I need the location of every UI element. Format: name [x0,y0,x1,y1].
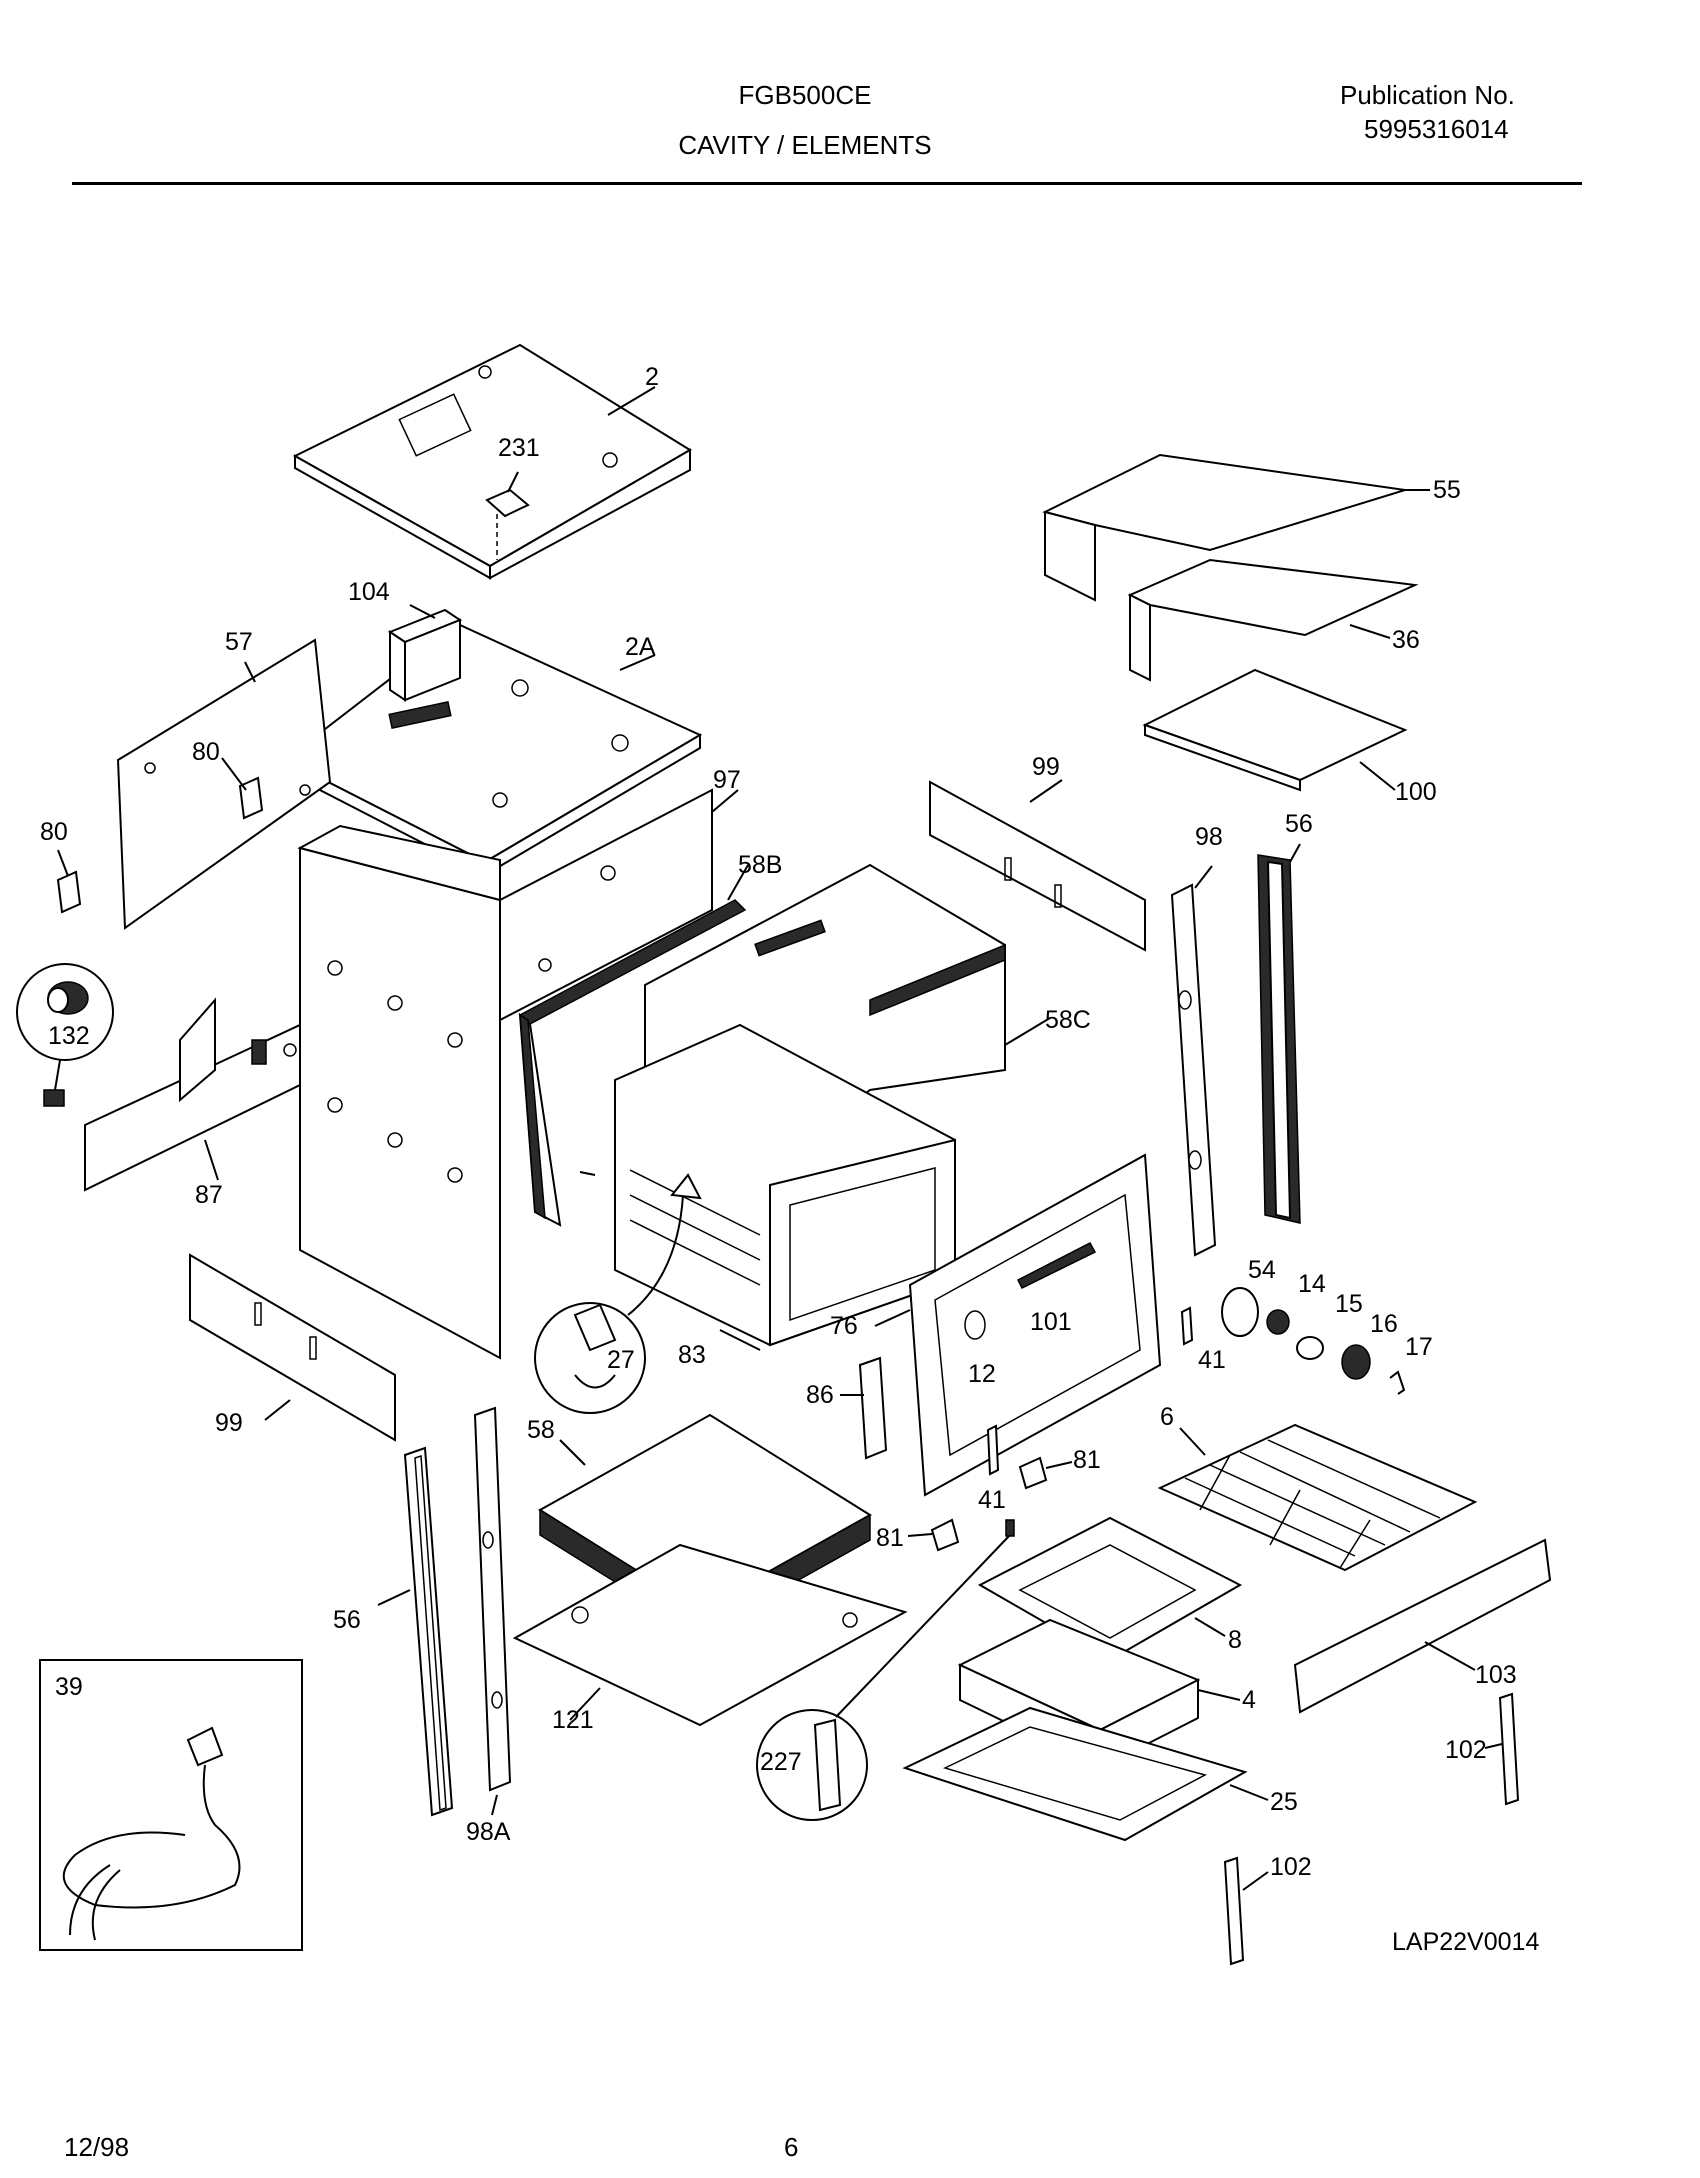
publication-label: Publication No. [1340,80,1515,110]
publication-number: 5995316014 [1364,114,1509,144]
callout-100: 100 [1395,778,1437,806]
callout-102a: 102 [1445,1736,1487,1764]
callout-27: 27 [607,1346,635,1374]
callout-56b: 56 [333,1606,361,1634]
callout-17: 17 [1405,1333,1433,1361]
part-100-cover [1142,668,1408,792]
section-title: CAVITY / ELEMENTS [678,130,932,160]
callout-87: 87 [195,1181,223,1209]
callout-14: 14 [1298,1270,1326,1298]
part-58b-insulation [518,864,749,1227]
callout-104: 104 [348,578,390,606]
part-76-door-frame [874,1153,1162,1497]
part-36-cover [1127,558,1419,682]
callout-56a: 56 [1285,810,1313,838]
callout-55: 55 [1433,476,1461,504]
callout-57: 57 [225,628,253,656]
part-86-hinge [840,1356,888,1460]
part-56-rail-left [377,1446,454,1817]
callout-83: 83 [678,1341,706,1369]
part-6-rack [1157,1423,1478,1572]
oven-liner [579,1023,956,1351]
model-number: FGB500CE [738,80,872,110]
callout-25: 25 [1270,1788,1298,1816]
part-57-shield [116,638,332,930]
part-81-clips [907,1456,1073,1552]
callout-58c: 58C [1045,1006,1091,1034]
part-231-bracket [485,471,530,560]
cabinet-body [297,788,739,1360]
callout-4: 4 [1242,1686,1256,1714]
part-87-bracket [84,997,301,1192]
callout-99a: 99 [1032,753,1060,781]
callout-101: 101 [1030,1308,1072,1336]
callout-8: 8 [1228,1626,1242,1654]
part-102-rails [1223,1692,1520,1966]
callout-80a: 80 [192,738,220,766]
part-132-detail [16,963,114,1107]
part-104-block [387,604,463,702]
callout-98a: 98A [466,1818,511,1846]
part-103-strip [1293,1538,1552,1714]
callout-76: 76 [830,1312,858,1340]
callout-39: 39 [55,1673,83,1701]
callout-81a: 81 [1073,1446,1101,1474]
callout-41a: 41 [1198,1346,1226,1374]
callout-6: 6 [1160,1403,1174,1431]
part-41-brackets [986,1306,1194,1476]
part-121-bottom [512,1543,908,1727]
callout-58: 58 [527,1416,555,1444]
callout-227: 227 [760,1748,802,1776]
header-rule [72,182,1582,185]
drawing-code: LAP22V0014 [1392,1928,1539,1956]
part-98-rail [1170,865,1217,1257]
callout-121: 121 [552,1706,594,1734]
part-27-detail [534,1173,702,1414]
callout-132: 132 [48,1022,90,1050]
callout-16: 16 [1370,1310,1398,1338]
callout-97: 97 [713,766,741,794]
footer-date: 12/98 [64,2132,130,2162]
footer-page-number: 6 [784,2132,799,2162]
callout-15: 15 [1335,1290,1363,1318]
callout-41b: 41 [978,1486,1006,1514]
part-80-brackets [56,757,264,914]
part-55-cover [1042,453,1430,602]
callout-58b: 58B [738,851,782,879]
part-99-panels [189,779,1146,1442]
part-227-detail [756,1519,1015,1821]
callout-81b: 81 [876,1524,904,1552]
callout-102b: 102 [1270,1853,1312,1881]
callout-99b: 99 [215,1409,243,1437]
callout-54: 54 [1248,1256,1276,1284]
callout-86: 86 [806,1381,834,1409]
part-2-top-panel [292,343,692,580]
callout-2a: 2A [625,633,656,661]
part-56-rail-right [1257,843,1301,1224]
callout-231: 231 [498,434,540,462]
callout-98: 98 [1195,823,1223,851]
parts-54-17-assembly [1221,1287,1406,1395]
callout-2: 2 [645,363,659,391]
callout-labels: 2 231 104 57 2A 80 80 97 132 87 58B 58C … [40,363,1539,1956]
part-25-frame [902,1706,1269,1842]
callout-103: 103 [1475,1661,1517,1689]
callout-12: 12 [968,1360,996,1388]
callout-36: 36 [1392,626,1420,654]
callout-80b: 80 [40,818,68,846]
part-39-inset [39,1659,303,1951]
part-98a-rail [473,1406,512,1816]
